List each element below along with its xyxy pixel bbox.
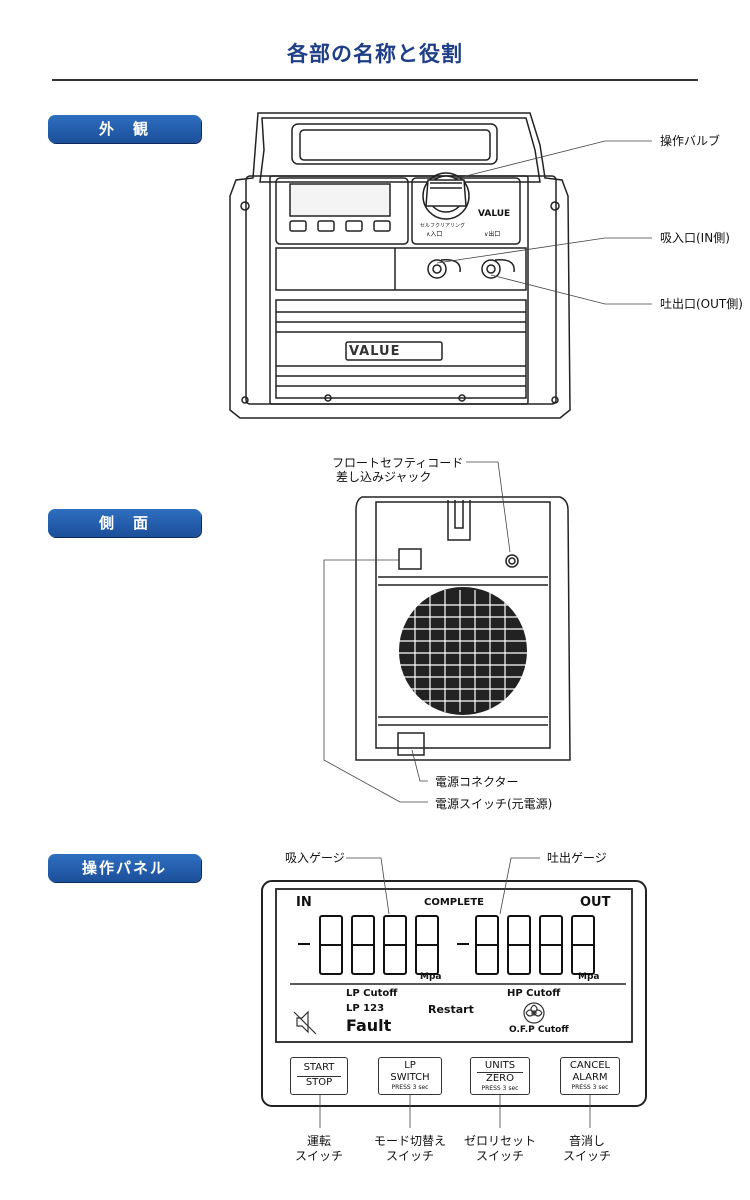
cancel-function-label: 音消し スイッチ xyxy=(552,1134,622,1164)
section-badge-side: 側 面 xyxy=(48,509,201,537)
lp-label: LP xyxy=(404,1060,416,1071)
cancel-function-line2: スイッチ xyxy=(562,1149,611,1163)
lcd-complete: COMPLETE xyxy=(424,897,484,908)
callout-out-gauge: 吐出ゲージ xyxy=(547,851,607,865)
mute-icon xyxy=(293,1010,317,1035)
side-leader-lines xyxy=(323,461,511,803)
fan-icon xyxy=(523,1002,545,1024)
lcd-unit-left: Mpa xyxy=(420,972,442,982)
lp-switch-button[interactable]: LP SWITCH PRESS 3 sec xyxy=(378,1057,442,1095)
callout-inlet: 吸入口(IN側) xyxy=(660,231,730,245)
side-fan xyxy=(399,587,527,715)
lcd-digits-out xyxy=(457,915,595,975)
lp-press-label: PRESS 3 sec xyxy=(391,1084,429,1091)
callout-valve: 操作バルブ xyxy=(660,134,721,148)
panel-leader-lines xyxy=(319,857,591,1128)
operation-panel xyxy=(261,880,647,1107)
in-port-label: ∧入口 xyxy=(426,231,443,238)
units-function-line2: スイッチ xyxy=(475,1149,524,1163)
side-fan-grille xyxy=(399,590,527,712)
ring-label: セルフクリアリング xyxy=(420,223,466,229)
lp-function-line2: スイッチ xyxy=(385,1149,434,1163)
units-function-line1: ゼロリセット xyxy=(463,1134,536,1148)
alarm-label: ALARM xyxy=(572,1072,608,1083)
units-zero-button[interactable]: UNITS ZERO PRESS 3 sec xyxy=(470,1057,530,1095)
lcd-fault: Fault xyxy=(346,1016,392,1035)
zero-label: ZERO xyxy=(477,1072,523,1085)
start-label: START xyxy=(303,1062,335,1073)
cancel-press-label: PRESS 3 sec xyxy=(571,1084,609,1091)
section-badge-exterior: 外 観 xyxy=(48,115,201,143)
lp-function-label: モード切替え スイッチ xyxy=(360,1134,460,1164)
lcd-in-label: IN xyxy=(296,895,312,910)
section-badge-panel: 操作パネル xyxy=(48,854,201,882)
brand-logo: VALUE xyxy=(349,344,401,359)
start-function-line2: スイッチ xyxy=(294,1149,343,1163)
units-function-label: ゼロリセット スイッチ xyxy=(455,1134,545,1164)
callout-power-switch: 電源スイッチ(元電源) xyxy=(435,797,553,811)
start-stop-button[interactable]: START STOP xyxy=(290,1057,348,1095)
callout-outlet: 吐出口(OUT側) xyxy=(660,297,743,311)
cancel-alarm-button[interactable]: CANCEL ALARM PRESS 3 sec xyxy=(560,1057,620,1095)
lcd-lp-cutoff: LP Cutoff xyxy=(346,988,398,999)
lcd-digits-in xyxy=(298,915,439,975)
start-function-label: 運転 スイッチ xyxy=(284,1134,354,1164)
callout-power-connector: 電源コネクター xyxy=(435,775,519,789)
lcd-restart: Restart xyxy=(428,1003,474,1016)
lcd-ofp-cutoff: O.F.P Cutoff xyxy=(509,1025,569,1035)
lcd-out-label: OUT xyxy=(580,895,611,910)
cancel-label: CANCEL xyxy=(569,1060,611,1071)
lcd-unit-right: Mpa xyxy=(578,972,600,982)
units-press-label: PRESS 3 sec xyxy=(481,1085,519,1092)
units-label: UNITS xyxy=(484,1060,516,1071)
lp-function-line1: モード切替え xyxy=(373,1134,446,1148)
page-title: 各部の名称と役割 xyxy=(287,42,463,66)
callout-float-jack-line2: 差し込みジャック xyxy=(336,470,432,484)
callout-in-gauge: 吸入ゲージ xyxy=(285,851,345,865)
start-function-line1: 運転 xyxy=(306,1134,331,1148)
stop-label: STOP xyxy=(297,1076,341,1089)
valve-brand-logo: VALUE xyxy=(478,209,511,219)
callout-float-jack-line1: フロートセフティコード xyxy=(332,456,464,470)
title-divider xyxy=(52,79,698,81)
exterior-front-view xyxy=(229,112,571,419)
lcd-lp-123: LP 123 xyxy=(346,1003,385,1014)
out-port-label: ∨出口 xyxy=(484,231,501,238)
exterior-leader-lines xyxy=(436,140,652,305)
lcd-hp-cutoff: HP Cutoff xyxy=(507,988,561,999)
switch-label: SWITCH xyxy=(390,1072,430,1083)
cancel-function-line1: 音消し xyxy=(568,1134,605,1148)
